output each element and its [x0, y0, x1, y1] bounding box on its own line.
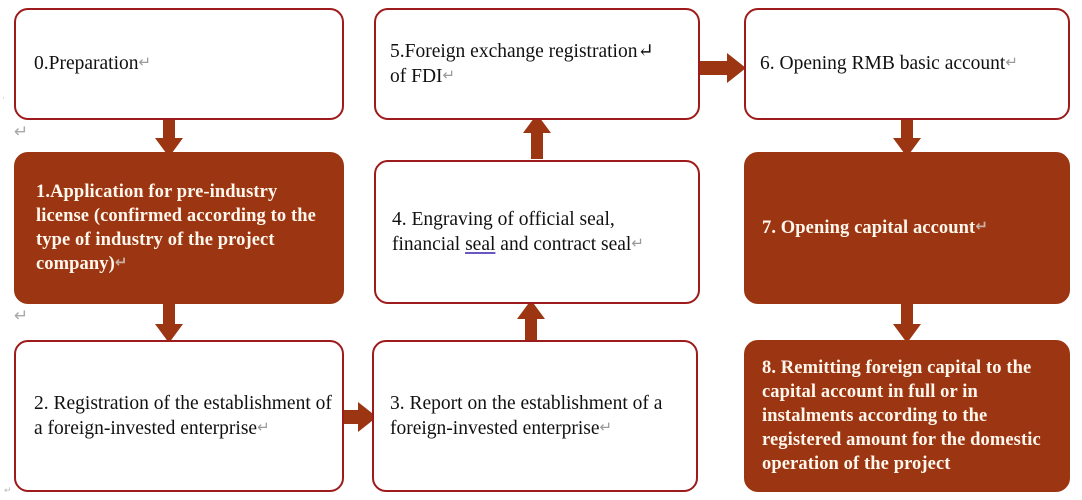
flow-node-step-4[interactable]: 4. Engraving of official seal, financial… — [374, 160, 700, 304]
flow-node-step-2[interactable]: 2. Registration of the establishment of … — [14, 340, 344, 492]
connector-step7-step8-down-arrow — [888, 298, 926, 344]
editor-dot-mark-left-top: · — [2, 94, 5, 104]
flow-node-step-0-label: 0.Preparation↵ — [34, 53, 152, 75]
flow-node-step-5[interactable]: 5.Foreign exchange registration↵ of FDI↵ — [374, 8, 700, 120]
return-mark-icon: ↵ — [257, 418, 270, 436]
flow-node-step-8-label: 8. Remitting foreign capital to the capi… — [762, 357, 1041, 475]
editor-return-mark-left-2: ↵ — [14, 306, 29, 326]
flow-node-step-7[interactable]: 7. Opening capital account↵ — [744, 152, 1070, 304]
return-mark-icon: ↵ — [631, 234, 644, 252]
connector-step4-step5-up-arrow — [518, 114, 556, 160]
flow-node-step-6-label: 6. Opening RMB basic account↵ — [760, 53, 1018, 75]
connector-step6-step7-down-arrow — [888, 112, 926, 158]
flow-node-step-3[interactable]: 3. Report on the establishment of a fore… — [372, 340, 698, 492]
flow-node-step-3-label: 3. Report on the establishment of a fore… — [390, 392, 663, 439]
return-mark-icon: ↵ — [1005, 53, 1018, 72]
flow-node-step-2-label: 2. Registration of the establishment of … — [34, 392, 332, 439]
flow-node-step-8[interactable]: 8. Remitting foreign capital to the capi… — [744, 340, 1070, 492]
connector-step0-step1-down-arrow — [150, 112, 188, 158]
flow-node-step-6[interactable]: 6. Opening RMB basic account↵ — [744, 8, 1070, 120]
flow-node-step-4-label: 4. Engraving of official seal, financial… — [392, 208, 644, 255]
connector-step2-step3-right-arrow — [330, 398, 378, 436]
return-mark-icon: ↵ — [114, 253, 128, 272]
editor-return-mark-bottom-left: ↵ — [4, 486, 12, 496]
flow-node-step-1-label: 1.Application for pre-industry license (… — [36, 181, 316, 275]
flow-node-step-5-label: 5.Foreign exchange registration↵ of FDI↵ — [390, 40, 654, 87]
flow-node-step-1[interactable]: 1.Application for pre-industry license (… — [14, 152, 344, 304]
flow-node-step-0[interactable]: 0.Preparation↵ — [14, 8, 344, 120]
connector-step1-step2-down-arrow — [150, 298, 188, 344]
connector-step5-step6-right-arrow — [697, 49, 747, 87]
return-mark-icon: ↵ — [442, 66, 456, 84]
return-mark-icon: ↵ — [138, 53, 152, 72]
return-mark-icon: ↵ — [975, 216, 988, 235]
flow-node-step-4-underlined-word: seal — [465, 234, 496, 255]
connector-step3-step4-up-arrow — [512, 300, 550, 346]
flow-node-step-7-label: 7. Opening capital account↵ — [762, 216, 988, 238]
editor-return-mark-left-1: ↵ — [14, 122, 29, 142]
return-mark-icon: ↵ — [599, 418, 613, 436]
